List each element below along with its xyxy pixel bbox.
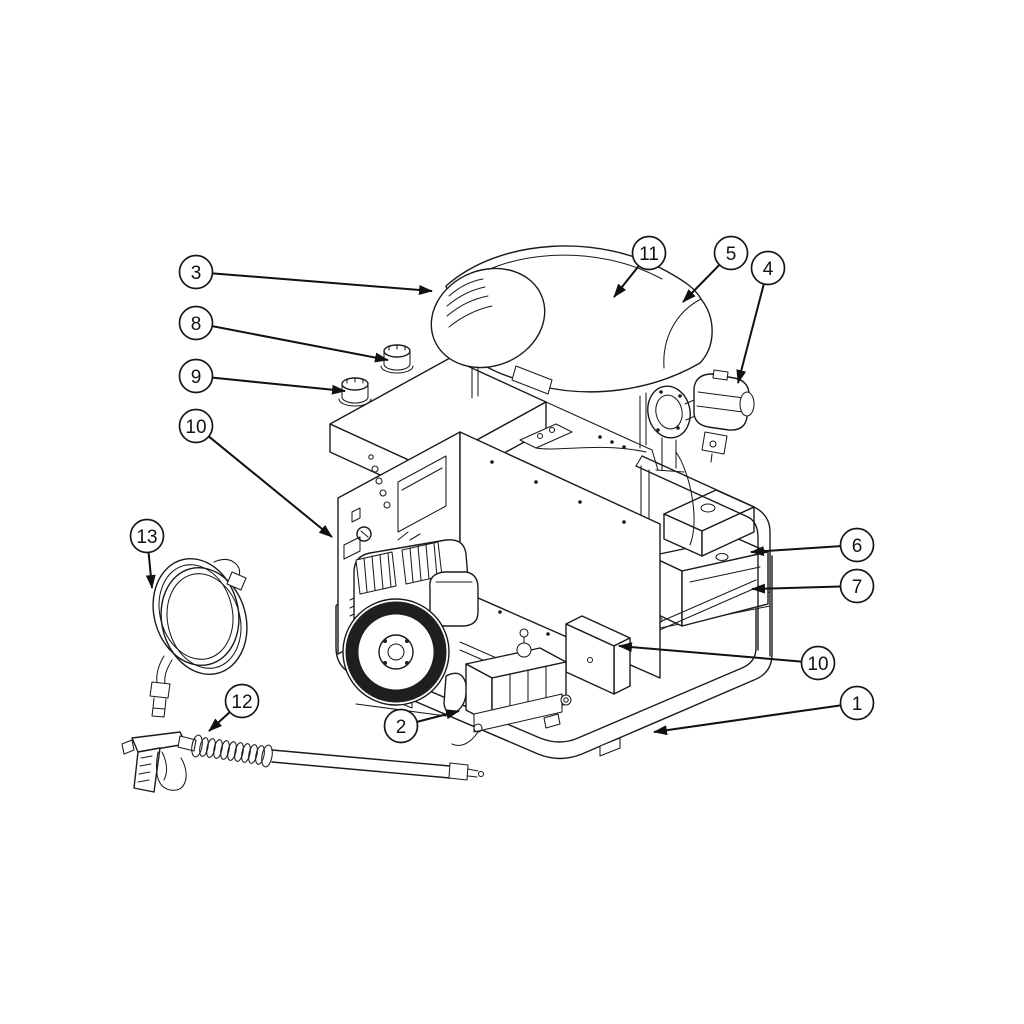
spray-gun xyxy=(121,731,197,793)
callout-12: 12 xyxy=(208,683,260,732)
hose-coil xyxy=(149,558,248,718)
engine xyxy=(342,531,479,717)
callout-arrow xyxy=(212,325,389,363)
callout-number: 4 xyxy=(763,259,774,280)
callout-2: 2 xyxy=(383,708,460,744)
callout-number: 8 xyxy=(191,314,202,335)
callout-4: 4 xyxy=(736,250,786,384)
callout-circle xyxy=(178,254,214,290)
burner-assembly xyxy=(647,369,755,473)
callout-11: 11 xyxy=(613,235,667,298)
callout-arrow xyxy=(751,583,841,594)
callout-5: 5 xyxy=(682,235,749,303)
callout-7: 7 xyxy=(751,568,875,604)
callout-arrow xyxy=(208,711,231,732)
junction-box xyxy=(565,615,631,695)
callout-arrow xyxy=(736,283,765,384)
callout-number: 13 xyxy=(136,527,157,548)
callout-circle xyxy=(839,527,875,563)
callout-8: 8 xyxy=(178,305,389,363)
callout-13: 13 xyxy=(129,518,165,589)
callout-10-3: 10 xyxy=(178,408,333,538)
callout-number: 10 xyxy=(807,654,828,675)
callout-arrow xyxy=(750,545,841,557)
callout-number: 10 xyxy=(185,417,206,438)
callout-9: 9 xyxy=(178,358,346,395)
callout-arrow xyxy=(416,709,460,723)
callout-circle xyxy=(839,685,875,721)
callout-circle xyxy=(713,235,749,271)
callout-circle xyxy=(750,250,786,286)
callout-number: 12 xyxy=(231,692,252,713)
machine-illustration xyxy=(121,245,773,793)
callout-circle xyxy=(178,305,214,341)
pump xyxy=(443,628,572,747)
callout-number: 7 xyxy=(852,577,863,598)
callout-circle xyxy=(224,683,260,719)
callout-arrow xyxy=(145,552,156,589)
callout-number: 1 xyxy=(852,694,863,715)
callout-number: 6 xyxy=(852,536,863,557)
callout-arrow xyxy=(208,435,333,538)
wand-lance xyxy=(191,734,485,781)
callout-number: 5 xyxy=(726,244,737,265)
callout-arrow xyxy=(212,272,433,295)
callout-circle xyxy=(800,645,836,681)
callout-1: 1 xyxy=(653,685,875,736)
callout-number: 2 xyxy=(396,717,407,738)
tank-cap-9 xyxy=(338,377,372,407)
burner-hood xyxy=(430,245,713,449)
callout-3: 3 xyxy=(178,254,433,295)
callout-arrow xyxy=(682,264,721,303)
callout-6: 6 xyxy=(750,527,875,563)
callout-arrow xyxy=(618,642,802,663)
callout-arrow xyxy=(613,265,640,298)
callout-circle xyxy=(383,708,419,744)
callout-arrow xyxy=(212,376,346,395)
callout-circle xyxy=(631,235,667,271)
callout-circle xyxy=(178,408,214,444)
callout-number: 3 xyxy=(191,263,202,284)
callout-circle xyxy=(178,358,214,394)
callout-arrow xyxy=(653,704,841,736)
callout-circle xyxy=(129,518,165,554)
callout-number: 11 xyxy=(639,244,659,265)
callout-circle xyxy=(839,568,875,604)
callout-number: 9 xyxy=(191,367,202,388)
float-tank xyxy=(663,489,755,557)
tank-cap-8 xyxy=(380,344,414,374)
callout-10-10: 10 xyxy=(618,642,836,681)
